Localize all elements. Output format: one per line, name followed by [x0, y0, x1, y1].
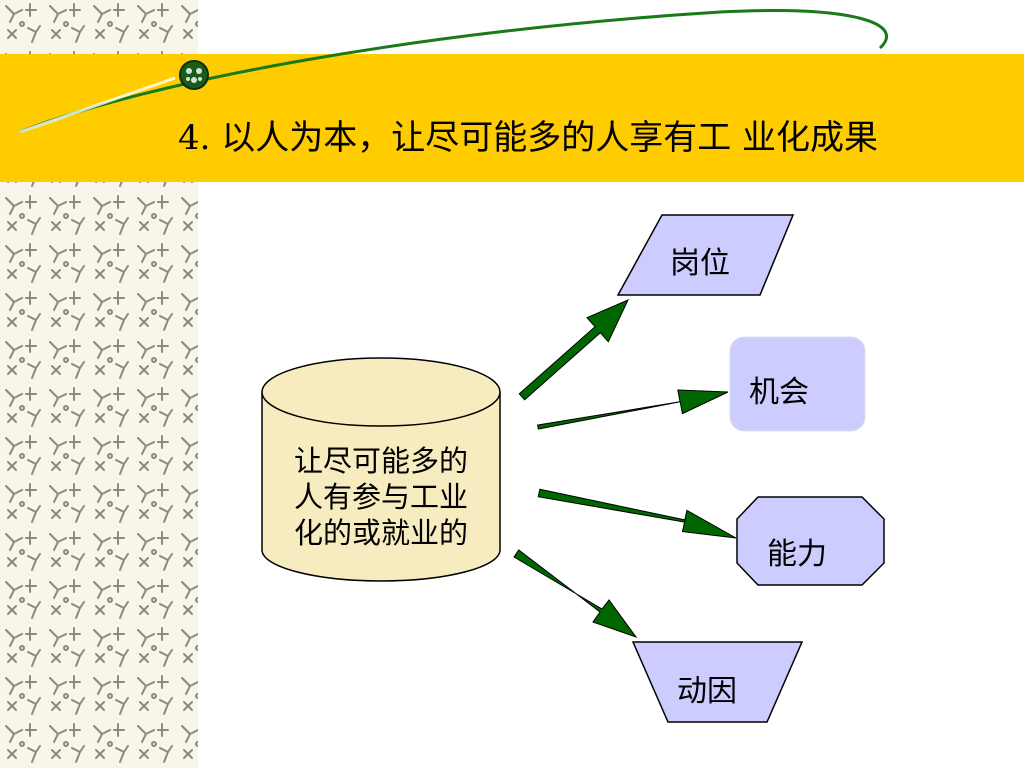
arrow-to-octagon [537, 488, 737, 539]
target-trapezoid [631, 641, 804, 723]
target-label-position: 岗位 [670, 246, 730, 281]
cylinder-line: 化的或就业的 [293, 516, 468, 550]
slide-title: 4. 以人为本，让尽可能多的人享有工 业化成果 [178, 118, 879, 158]
target-octagon [736, 496, 885, 586]
target-label-ability: 能力 [767, 537, 827, 572]
target-label-motivation: 动因 [677, 674, 737, 709]
cylinder-line: 人有参与工业 [293, 480, 468, 514]
source-cylinder [261, 357, 501, 582]
bullet-icon [179, 60, 209, 90]
arrow-to-parallelogram [518, 299, 630, 401]
cylinder-text: 让尽可能多的 人有参与工业 化的或就业的 [268, 443, 494, 551]
target-label-opportunity: 机会 [749, 375, 809, 410]
target-rounded-rectangle [729, 336, 866, 432]
swoosh-tail [19, 76, 176, 134]
decorative-swoosh [19, 9, 888, 134]
arrow-to-rounded-rectangle [537, 389, 729, 430]
cylinder-line: 让尽可能多的 [293, 444, 468, 478]
title-band [0, 54, 1024, 182]
target-parallelogram [616, 214, 795, 296]
arrow-to-trapezoid [513, 549, 638, 639]
